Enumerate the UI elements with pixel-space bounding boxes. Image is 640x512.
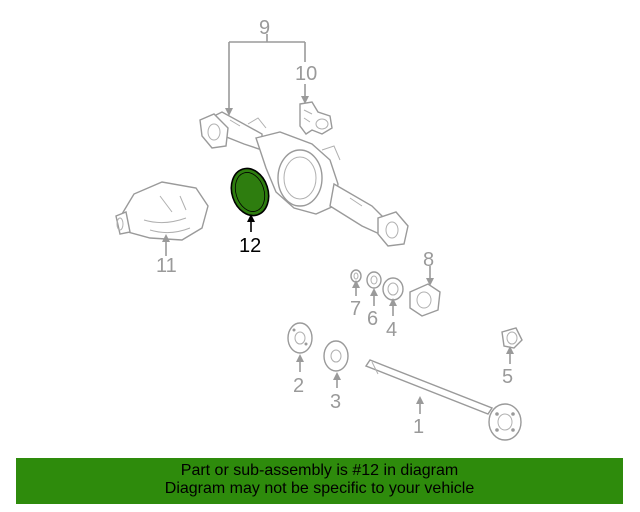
- callout-1[interactable]: 1: [413, 416, 424, 438]
- callout-12-leader: [247, 214, 255, 232]
- flange-plate-part-2: [287, 322, 313, 354]
- callout-4-leader: [389, 298, 397, 316]
- info-banner: Part or sub-assembly is #12 in diagram D…: [16, 458, 623, 504]
- vent-fitting-part-10: [299, 101, 333, 135]
- callout-7[interactable]: 7: [350, 298, 361, 320]
- axle-housing-part-9: [199, 111, 409, 247]
- banner-line-2: Diagram may not be specific to your vehi…: [164, 480, 475, 497]
- callout-6[interactable]: 6: [367, 308, 378, 330]
- parts-diagram: 9 10 12: [115, 17, 523, 441]
- retainer-part-8: [409, 283, 441, 317]
- bearing-part-4: [382, 277, 404, 301]
- callout-7-leader: [352, 280, 360, 296]
- callout-4[interactable]: 4: [386, 319, 397, 341]
- callout-5-leader: [506, 346, 514, 364]
- callout-11[interactable]: 11: [156, 255, 177, 277]
- callout-2[interactable]: 2: [293, 375, 304, 397]
- callout-5[interactable]: 5: [502, 366, 513, 388]
- callout-6-leader: [370, 288, 378, 306]
- shim-plate-part-3: [323, 340, 349, 372]
- callout-9[interactable]: 9: [259, 17, 270, 39]
- gasket-part-12[interactable]: [225, 164, 274, 221]
- callout-10-leader: [301, 84, 309, 104]
- callout-2-leader: [296, 354, 304, 372]
- differential-carrier-part-11: [115, 181, 209, 241]
- callout-12[interactable]: 12: [239, 235, 261, 257]
- spacer-part-6: [366, 271, 382, 289]
- callout-8-leader: [426, 266, 434, 286]
- callout-8[interactable]: 8: [423, 249, 434, 271]
- callout-11-leader: [162, 234, 170, 256]
- callout-3-leader: [333, 372, 341, 388]
- banner-line-1: Part or sub-assembly is #12 in diagram: [180, 462, 459, 479]
- seal-part-5: [501, 327, 523, 349]
- callout-1-leader: [416, 396, 424, 414]
- callout-10[interactable]: 10: [295, 63, 317, 85]
- axle-shaft-part-1: [364, 359, 522, 441]
- callout-9-leader: [225, 34, 306, 116]
- callout-3[interactable]: 3: [330, 391, 341, 413]
